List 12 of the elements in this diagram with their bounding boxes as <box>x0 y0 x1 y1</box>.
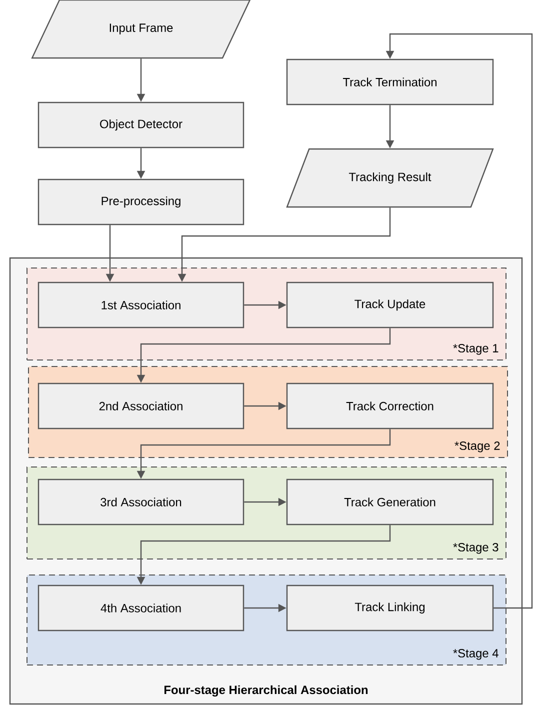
process-box: Pre-processing <box>38 178 244 226</box>
process-box: 2nd Association <box>38 382 244 430</box>
process-box: Object Detector <box>38 102 244 148</box>
process-box: 1st Association <box>38 282 244 328</box>
process-box: Track Generation <box>286 478 494 526</box>
process-box: Track Correction <box>286 382 494 430</box>
data-parallelogram: Tracking Result <box>286 148 494 208</box>
process-box: Track Update <box>286 282 494 328</box>
process-box: Track Termination <box>286 58 494 106</box>
process-box: 4th Association <box>38 584 244 632</box>
process-box: Track Linking <box>286 584 494 632</box>
process-box: 3rd Association <box>38 478 244 526</box>
